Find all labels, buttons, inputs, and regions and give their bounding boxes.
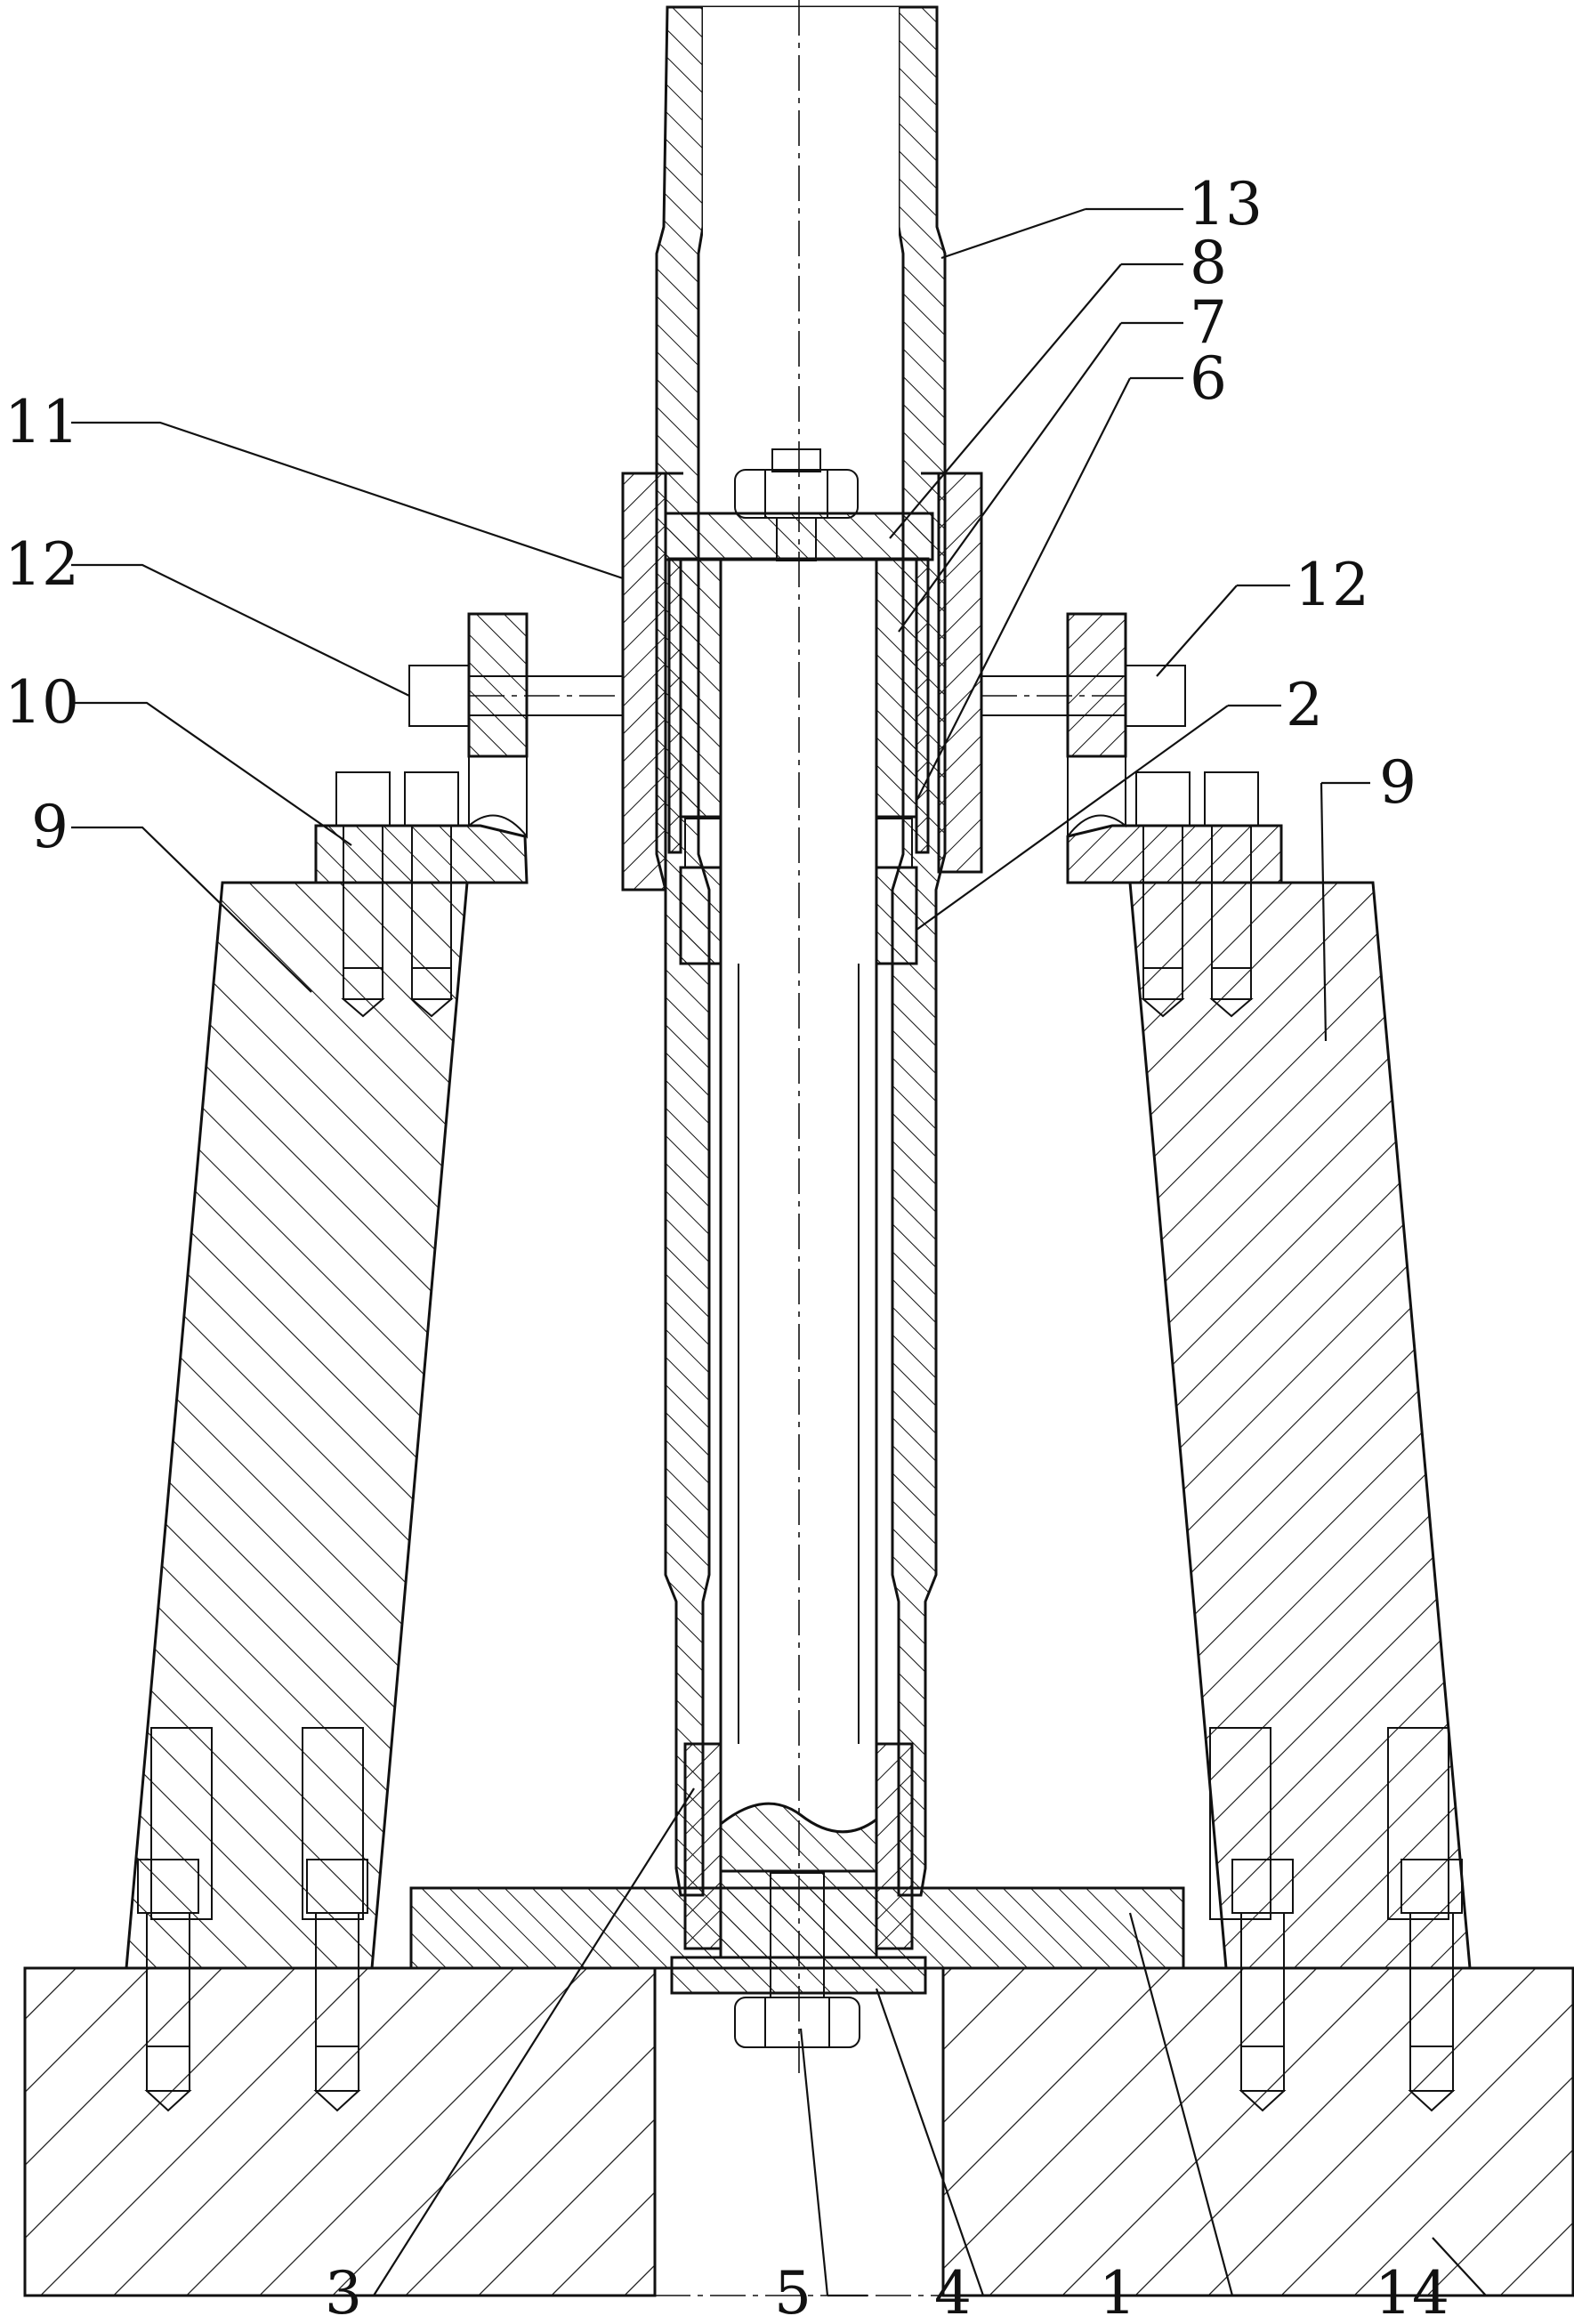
label-11: 11 [4,388,79,456]
workpiece-tube [655,5,947,1897]
top-nut [734,448,859,561]
bracket-right [1066,612,1283,884]
label-10: 10 [4,668,79,737]
leader-lines [71,207,1487,2297]
part-labels: 13 8 7 6 11 12 12 2 10 9 9 3 5 4 1 14 [4,170,1449,2324]
label-14: 14 [1375,2259,1449,2324]
support-column-left [125,881,469,1970]
label-8: 8 [1190,229,1227,297]
label-12-right: 12 [1295,551,1369,619]
outer-sleeve [621,472,983,892]
label-2: 2 [1286,671,1323,739]
label-12-left: 12 [4,530,79,599]
bottom-nut [734,1872,860,2048]
label-9-left: 9 [31,793,69,861]
base-block [23,1966,1574,2297]
base-bolts [137,1859,1463,2112]
label-9-right: 9 [1379,748,1417,817]
support-column-right [1128,881,1472,1970]
label-1: 1 [1099,2259,1136,2324]
label-4: 4 [934,2259,972,2324]
bracket-bolts [335,771,1259,1018]
label-13: 13 [1188,170,1263,238]
label-3: 3 [325,2259,362,2324]
expansion-block [679,818,918,965]
label-7: 7 [1190,288,1227,357]
label-5: 5 [774,2259,811,2324]
label-6: 6 [1190,344,1227,413]
clamp-screw-right [981,665,1186,727]
